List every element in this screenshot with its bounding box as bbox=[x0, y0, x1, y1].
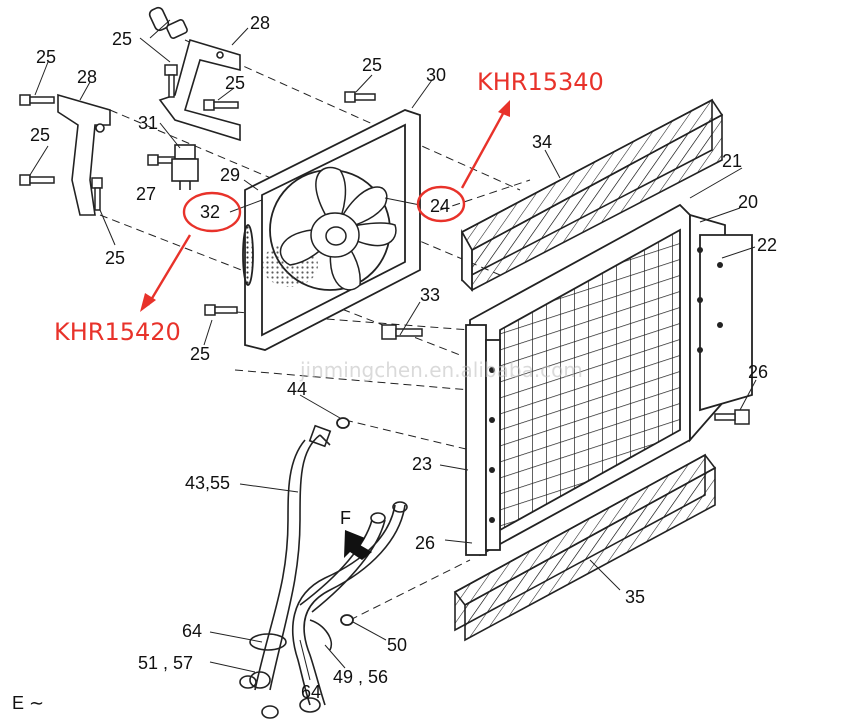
label-44: 44 bbox=[287, 379, 308, 399]
label-33: 33 bbox=[420, 285, 441, 305]
label-31: 31 bbox=[138, 113, 159, 133]
label-25: 25 bbox=[362, 55, 383, 75]
sensor-31 bbox=[171, 144, 199, 190]
label-22: 22 bbox=[757, 235, 778, 255]
cushion-34 bbox=[460, 98, 724, 292]
label-64: 64 bbox=[301, 682, 322, 702]
arrow-to-khr15340 bbox=[498, 100, 510, 117]
hoses bbox=[239, 424, 408, 719]
label-25: 25 bbox=[105, 248, 126, 268]
label-30: 30 bbox=[426, 65, 447, 85]
label-20: 20 bbox=[738, 192, 759, 212]
fan-blades bbox=[279, 166, 397, 291]
view-label: E ∼ bbox=[12, 693, 45, 713]
bracket-28-top bbox=[158, 38, 241, 142]
label-25: 25 bbox=[36, 47, 57, 67]
flow-arrow-f bbox=[344, 530, 372, 560]
label-23: 23 bbox=[412, 454, 433, 474]
label-64: 64 bbox=[182, 621, 203, 641]
label-25: 25 bbox=[225, 73, 246, 93]
label-51-57: 51 , 57 bbox=[138, 653, 194, 673]
annotation-khr15340: KHR15340 bbox=[477, 68, 604, 96]
label-26: 26 bbox=[748, 362, 769, 382]
annotation-khr15420: KHR15420 bbox=[54, 318, 181, 346]
label-27: 27 bbox=[136, 184, 157, 204]
cushion-35 bbox=[453, 453, 717, 642]
label-49-56: 49 , 56 bbox=[333, 667, 389, 687]
arrow-to-khr15420 bbox=[140, 293, 156, 312]
watermark: jinmingchen.en.alibaba.com bbox=[300, 358, 583, 382]
label-24: 24 bbox=[430, 196, 451, 216]
radiator-core bbox=[465, 203, 753, 557]
label-25: 25 bbox=[30, 125, 51, 145]
label-50: 50 bbox=[387, 635, 408, 655]
label-flow-f: F bbox=[340, 508, 351, 528]
label-25: 25 bbox=[112, 29, 133, 49]
label-29: 29 bbox=[220, 165, 241, 185]
label-28: 28 bbox=[77, 67, 98, 87]
label-26: 26 bbox=[415, 533, 436, 553]
label-34: 34 bbox=[532, 132, 553, 152]
label-25: 25 bbox=[190, 344, 211, 364]
label-43-55: 43,55 bbox=[185, 473, 231, 493]
label-28: 28 bbox=[250, 13, 271, 33]
bracket-28-left bbox=[57, 93, 111, 216]
label-32: 32 bbox=[200, 202, 221, 222]
radiator-bolts bbox=[489, 247, 723, 523]
label-35: 35 bbox=[625, 587, 646, 607]
label-21: 21 bbox=[722, 151, 743, 171]
bolts bbox=[19, 64, 750, 425]
highlight-annotations bbox=[146, 109, 507, 306]
pin-top bbox=[148, 6, 188, 39]
o-rings bbox=[336, 417, 354, 626]
